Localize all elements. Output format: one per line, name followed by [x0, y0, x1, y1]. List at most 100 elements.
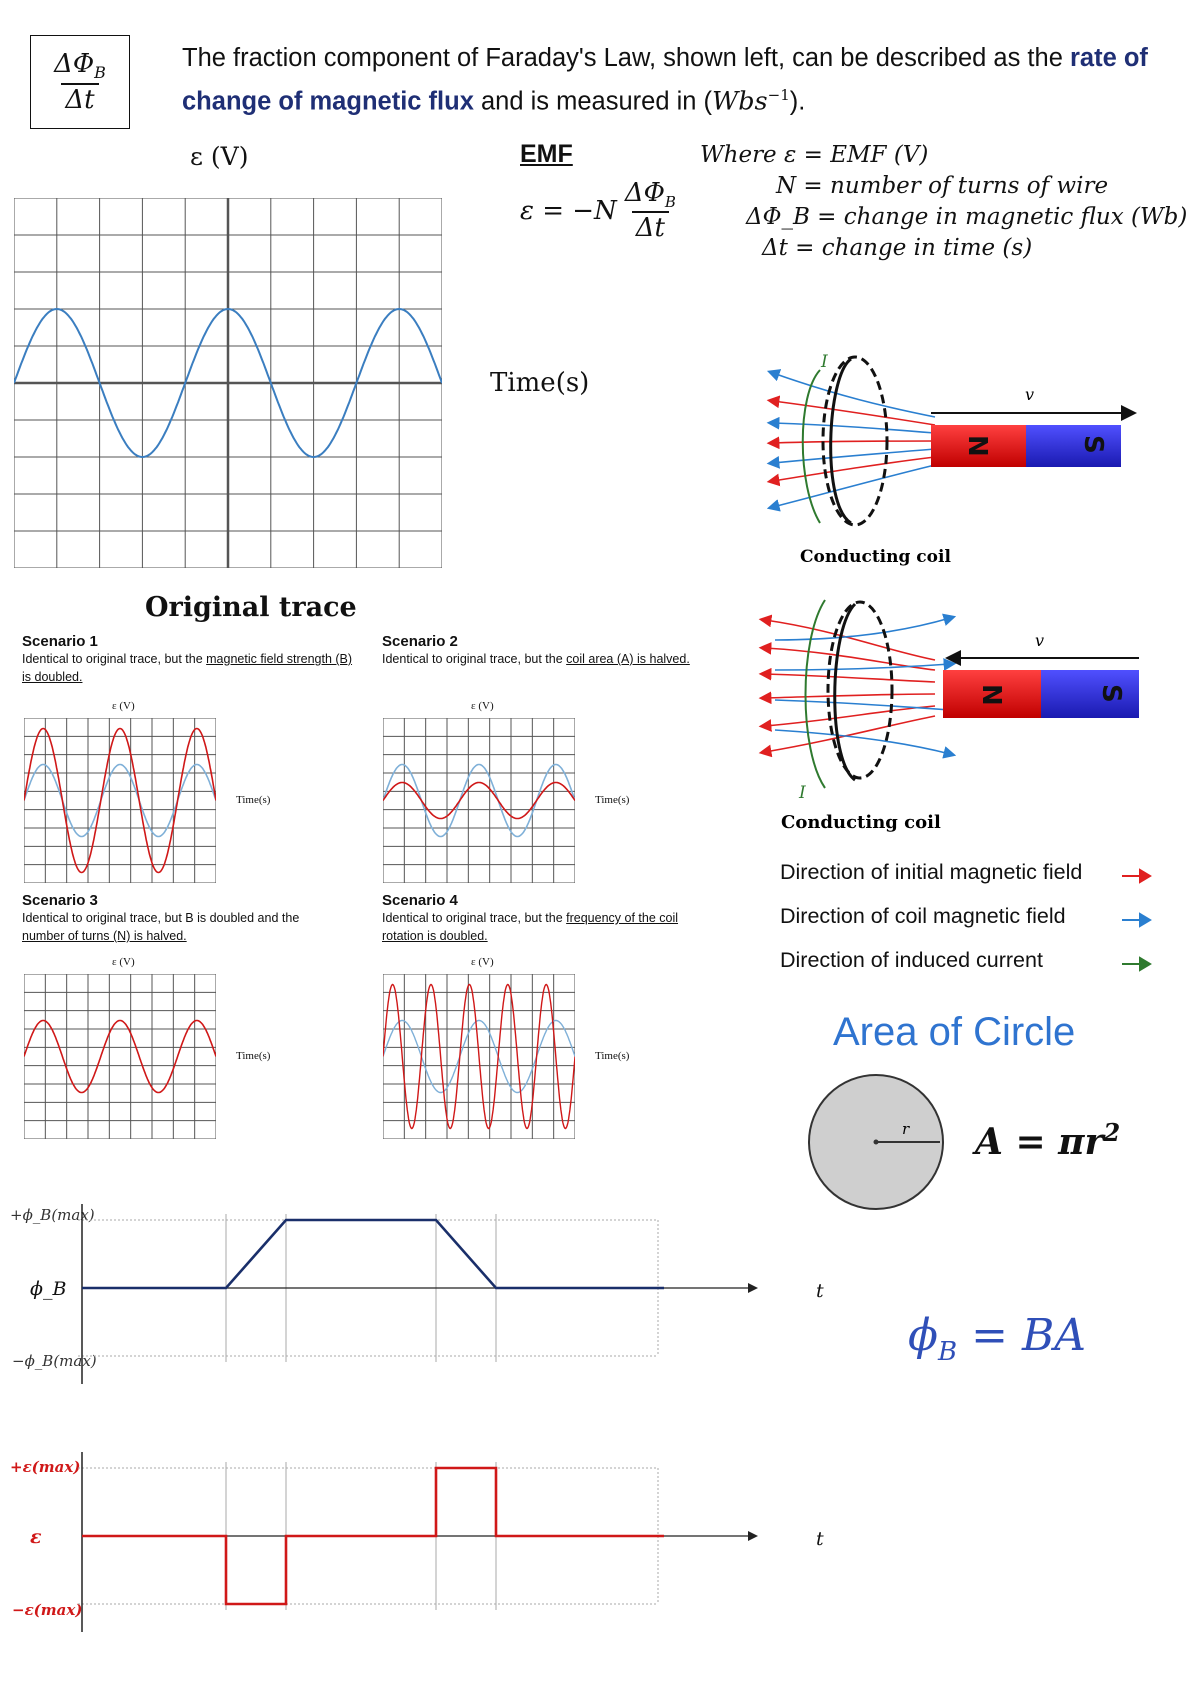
legend-label-induced-current: Direction of induced current [780, 948, 1043, 972]
circle-diagram: r [808, 1074, 944, 1210]
coil-label-2: Conducting coil [781, 812, 941, 833]
scenario-4-desc: Identical to original trace, but the [382, 911, 567, 925]
velocity-label-2: v [1035, 631, 1044, 650]
intro-unit-sup: −1 [767, 86, 790, 104]
main-graph-caption: Original trace [145, 592, 357, 623]
intro-text-3: ). [789, 87, 806, 116]
scenario-3-desc: Identical to original trace, but B is do… [22, 911, 300, 925]
emf-definitions: Where ε = EMF (V) N = number of turns of… [700, 140, 1187, 264]
flux-formula: ϕB = BA [908, 1310, 1086, 1367]
current-label-2: I [798, 783, 806, 803]
scenario-1-ylabel: ε (V) [112, 700, 135, 712]
x-axis-arrow-icon [748, 1283, 758, 1293]
x-axis-arrow-icon [748, 1531, 758, 1541]
series-line-0 [383, 763, 575, 838]
scenario-2-ylabel: ε (V) [471, 700, 494, 712]
scenario-4-text: Scenario 4 Identical to original trace, … [382, 892, 712, 945]
series-line-0 [14, 307, 442, 459]
scenario-1-text: Scenario 1 Identical to original trace, … [22, 633, 362, 686]
flux-graph-mid-label: ϕ_B [30, 1278, 67, 1300]
scenario-2-graph [383, 718, 575, 883]
scenario-3-graph [24, 974, 216, 1139]
formula-den: Δt [61, 82, 99, 115]
legend-arrows [1122, 868, 1152, 972]
flux-time-graph [78, 1204, 758, 1384]
scenario-1-title: Scenario 1 [22, 633, 98, 650]
pole-s-1: S [1078, 435, 1108, 454]
area-formula-sup: 2 [1103, 1118, 1121, 1147]
pole-n-1: N [962, 435, 992, 457]
area-formula: A = πr2 [975, 1118, 1120, 1163]
emf-heading: EMF [520, 140, 573, 168]
scenario-4-desc-ul: frequency of the coil rotation is double… [382, 911, 679, 943]
blue-arrow-icon [1122, 912, 1152, 928]
formula-num-sub: B [94, 63, 106, 83]
intro-text-2: and is measured in ( [473, 87, 713, 116]
emf-frac-sub: B [664, 193, 676, 212]
scenario-4-title: Scenario 4 [382, 892, 458, 909]
emf-time-graph [78, 1452, 758, 1632]
magnet-coil-diagram-2: N S v I Conducting coil [758, 599, 1139, 833]
scenario-1-desc-ul: magnetic field strength (B) is doubled. [22, 652, 353, 684]
red-arrow-icon [1122, 868, 1152, 884]
def-emf: Where ε = EMF (V) [700, 142, 929, 168]
flux-sub: B [938, 1336, 958, 1367]
scenario-4-graph [383, 974, 575, 1139]
main-graph-xlabel: Time(s) [490, 368, 590, 398]
emf-graph-mid-label: ε [30, 1526, 42, 1548]
scenario-2-title: Scenario 2 [382, 633, 458, 650]
scenario-2-xlabel: Time(s) [595, 794, 630, 806]
scenario-4-ylabel: ε (V) [471, 956, 494, 968]
series-line-0 [24, 1019, 216, 1094]
legend-label-initial-field: Direction of initial magnetic field [780, 860, 1083, 884]
intro-unit: Wbs [712, 86, 768, 117]
intro-paragraph: The fraction component of Faraday's Law,… [182, 40, 1192, 121]
series-line-1 [383, 781, 575, 820]
flux-rate-formula-box: ΔΦB Δt [30, 35, 130, 129]
scenario-1-desc: Identical to original trace, but the [22, 652, 207, 666]
scenario-1-graph [24, 718, 216, 883]
emf-frac-num: ΔΦ [624, 178, 665, 208]
scenario-1-xlabel: Time(s) [236, 794, 271, 806]
emf-graph-t-label: t [816, 1528, 824, 1550]
scenario-2-text: Scenario 2 Identical to original trace, … [382, 633, 742, 668]
scenario-3-ylabel: ε (V) [112, 956, 135, 968]
emf-graph-top-label: +ε(max) [10, 1458, 81, 1476]
data-line [82, 1218, 664, 1290]
area-title: Area of Circle [833, 1010, 1076, 1054]
direction-legend: Direction of initial magnetic field Dire… [780, 860, 1180, 980]
emf-lhs: ε = −N [520, 195, 617, 226]
emf-frac-den: Δt [631, 211, 669, 243]
series-line-0 [383, 1019, 575, 1094]
flux-graph-bottom-label: −ϕ_B(max) [12, 1352, 97, 1370]
area-formula-text: A = πr [975, 1121, 1104, 1163]
emf-equation: ε = −N ΔΦB Δt [520, 178, 680, 243]
series-line-1 [383, 983, 575, 1130]
radius-label: r [902, 1120, 910, 1138]
legend-label-coil-field: Direction of coil magnetic field [780, 904, 1066, 928]
current-label-1: I [820, 352, 828, 372]
scenario-3-title: Scenario 3 [22, 892, 98, 909]
scenario-3-desc-ul: number of turns (N) is halved. [22, 929, 187, 943]
flux-rhs: = BA [957, 1310, 1087, 1361]
pole-n-2: N [976, 684, 1006, 706]
emf-graph-bottom-label: −ε(max) [12, 1601, 83, 1619]
intro-highlight: rate of change of magnetic flux [182, 44, 1148, 116]
scenario-2-desc-ul: coil area (A) is halved. [566, 652, 690, 666]
scenario-2-desc: Identical to original trace, but the [382, 652, 567, 666]
def-time: Δt = change in time (s) [762, 235, 1033, 261]
series-line-0 [24, 763, 216, 838]
series-line-1 [24, 727, 216, 874]
green-arrow-icon [1122, 956, 1152, 972]
pole-s-2: S [1096, 684, 1126, 703]
intro-text-1: The fraction component of Faraday's Law,… [182, 44, 1070, 72]
data-line [82, 1466, 664, 1606]
velocity-label-1: v [1025, 385, 1034, 404]
flux-graph-top-label: +ϕ_B(max) [10, 1206, 95, 1224]
coil-label-1: Conducting coil [800, 547, 951, 567]
scenario-3-xlabel: Time(s) [236, 1050, 271, 1062]
flux-graph-t-label: t [816, 1280, 824, 1302]
magnet-coil-diagram-1: N S v I Conducting coil [766, 352, 1137, 567]
main-graph-ylabel: ε (V) [190, 142, 249, 171]
scenario-3-text: Scenario 3 Identical to original trace, … [22, 892, 302, 945]
